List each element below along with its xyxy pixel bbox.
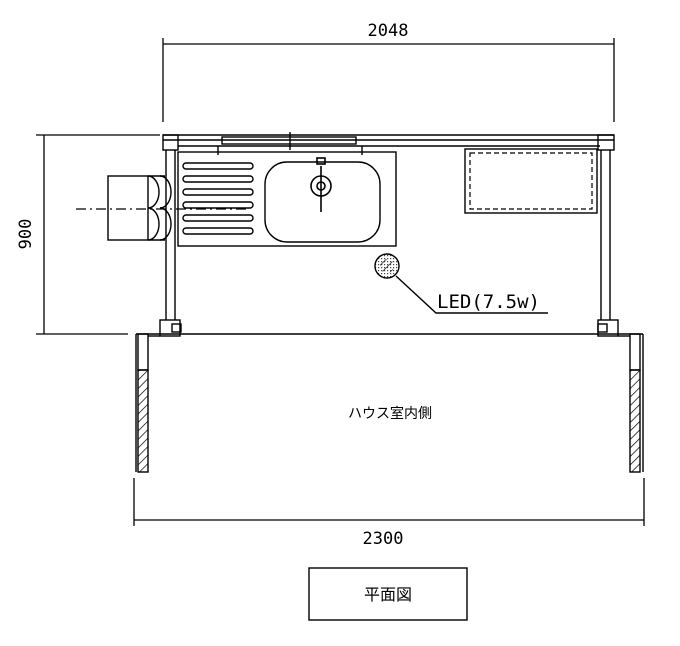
led-label: LED(7.5w) xyxy=(437,291,540,313)
appliance-frame xyxy=(464,148,598,214)
drain-icon xyxy=(310,157,332,212)
sink-unit xyxy=(177,151,397,247)
top-width-label: 2048 xyxy=(368,21,409,41)
cabinet-frame xyxy=(159,134,619,337)
bottom-width-label: 2300 xyxy=(363,529,404,549)
title-box xyxy=(308,567,468,621)
faucet-rail xyxy=(217,132,363,155)
left-dimension xyxy=(36,134,160,335)
interior-side-label: ハウス室内側 xyxy=(348,405,432,422)
depth-label: 900 xyxy=(16,219,36,250)
led-leader-line xyxy=(395,275,548,314)
appliance-dashed-outline xyxy=(469,152,593,210)
bottom-dimension xyxy=(133,478,645,526)
led-light-icon xyxy=(374,253,400,279)
side-fixture xyxy=(107,175,172,241)
top-dimension xyxy=(162,38,615,122)
drawing-title: 平面図 xyxy=(364,585,412,604)
house-walls xyxy=(135,333,644,473)
